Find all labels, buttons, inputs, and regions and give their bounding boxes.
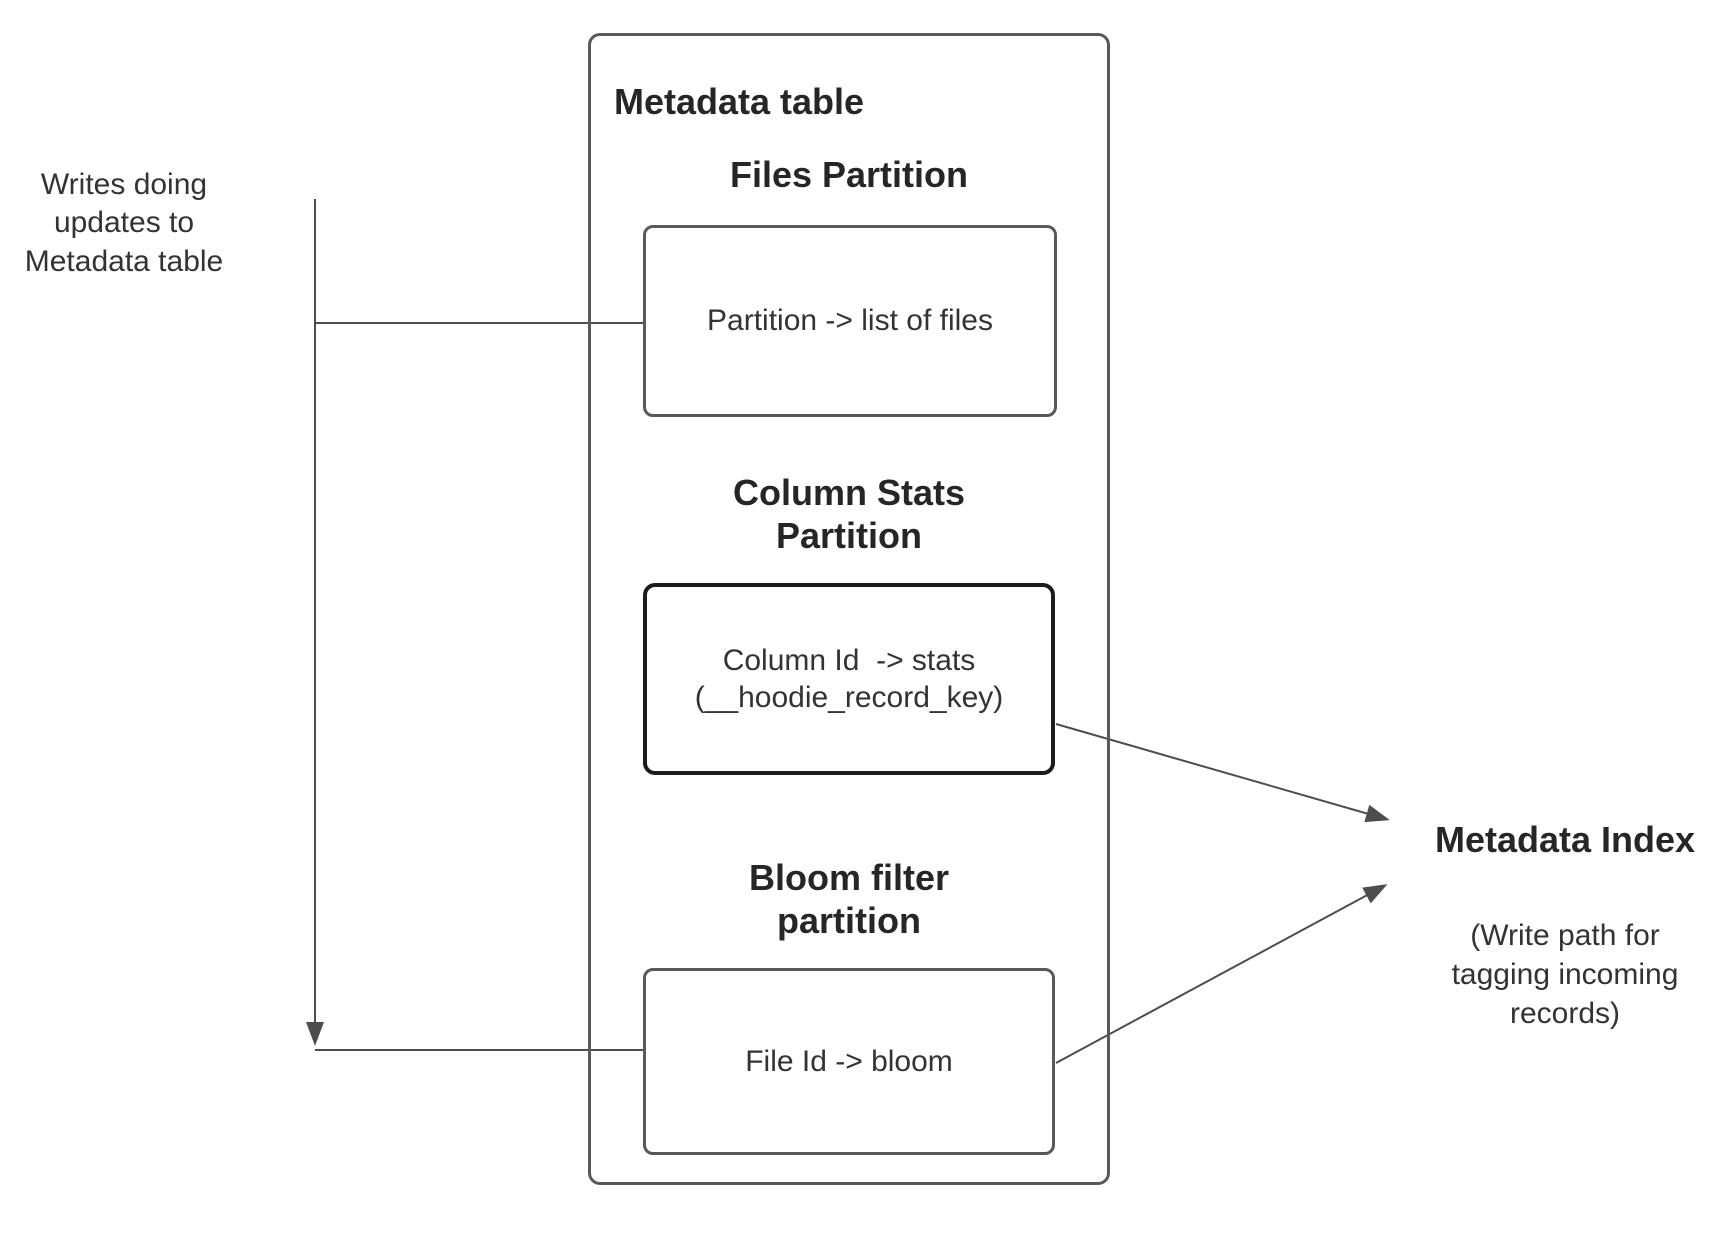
metadata-index-title: Metadata Index bbox=[1434, 819, 1696, 860]
metadata-table-title: Metadata table bbox=[614, 81, 865, 122]
column-stats-partition-heading: Column Stats Partition bbox=[732, 472, 965, 557]
column-stats-partition-box: Column Id -> stats (__hoodie_record_key) bbox=[643, 583, 1055, 775]
bloom-filter-partition-mapping: File Id -> bloom bbox=[745, 1044, 953, 1078]
files-partition-mapping: Partition -> list of files bbox=[707, 304, 993, 338]
metadata-index-subtitle: (Write path for tagging incoming records… bbox=[1451, 919, 1679, 1030]
files-partition-heading: Files Partition bbox=[729, 154, 969, 195]
bloom-filter-partition-box: File Id -> bloom bbox=[643, 968, 1055, 1155]
column-stats-partition-mapping: Column Id -> stats (__hoodie_record_key) bbox=[694, 643, 1004, 715]
files-partition-box: Partition -> list of files bbox=[643, 225, 1057, 417]
metadata-table-box bbox=[588, 33, 1110, 1185]
writes-updates-note: Writes doing updates to Metadata table bbox=[24, 168, 224, 278]
bloom-filter-partition-heading: Bloom filter partition bbox=[748, 857, 949, 942]
